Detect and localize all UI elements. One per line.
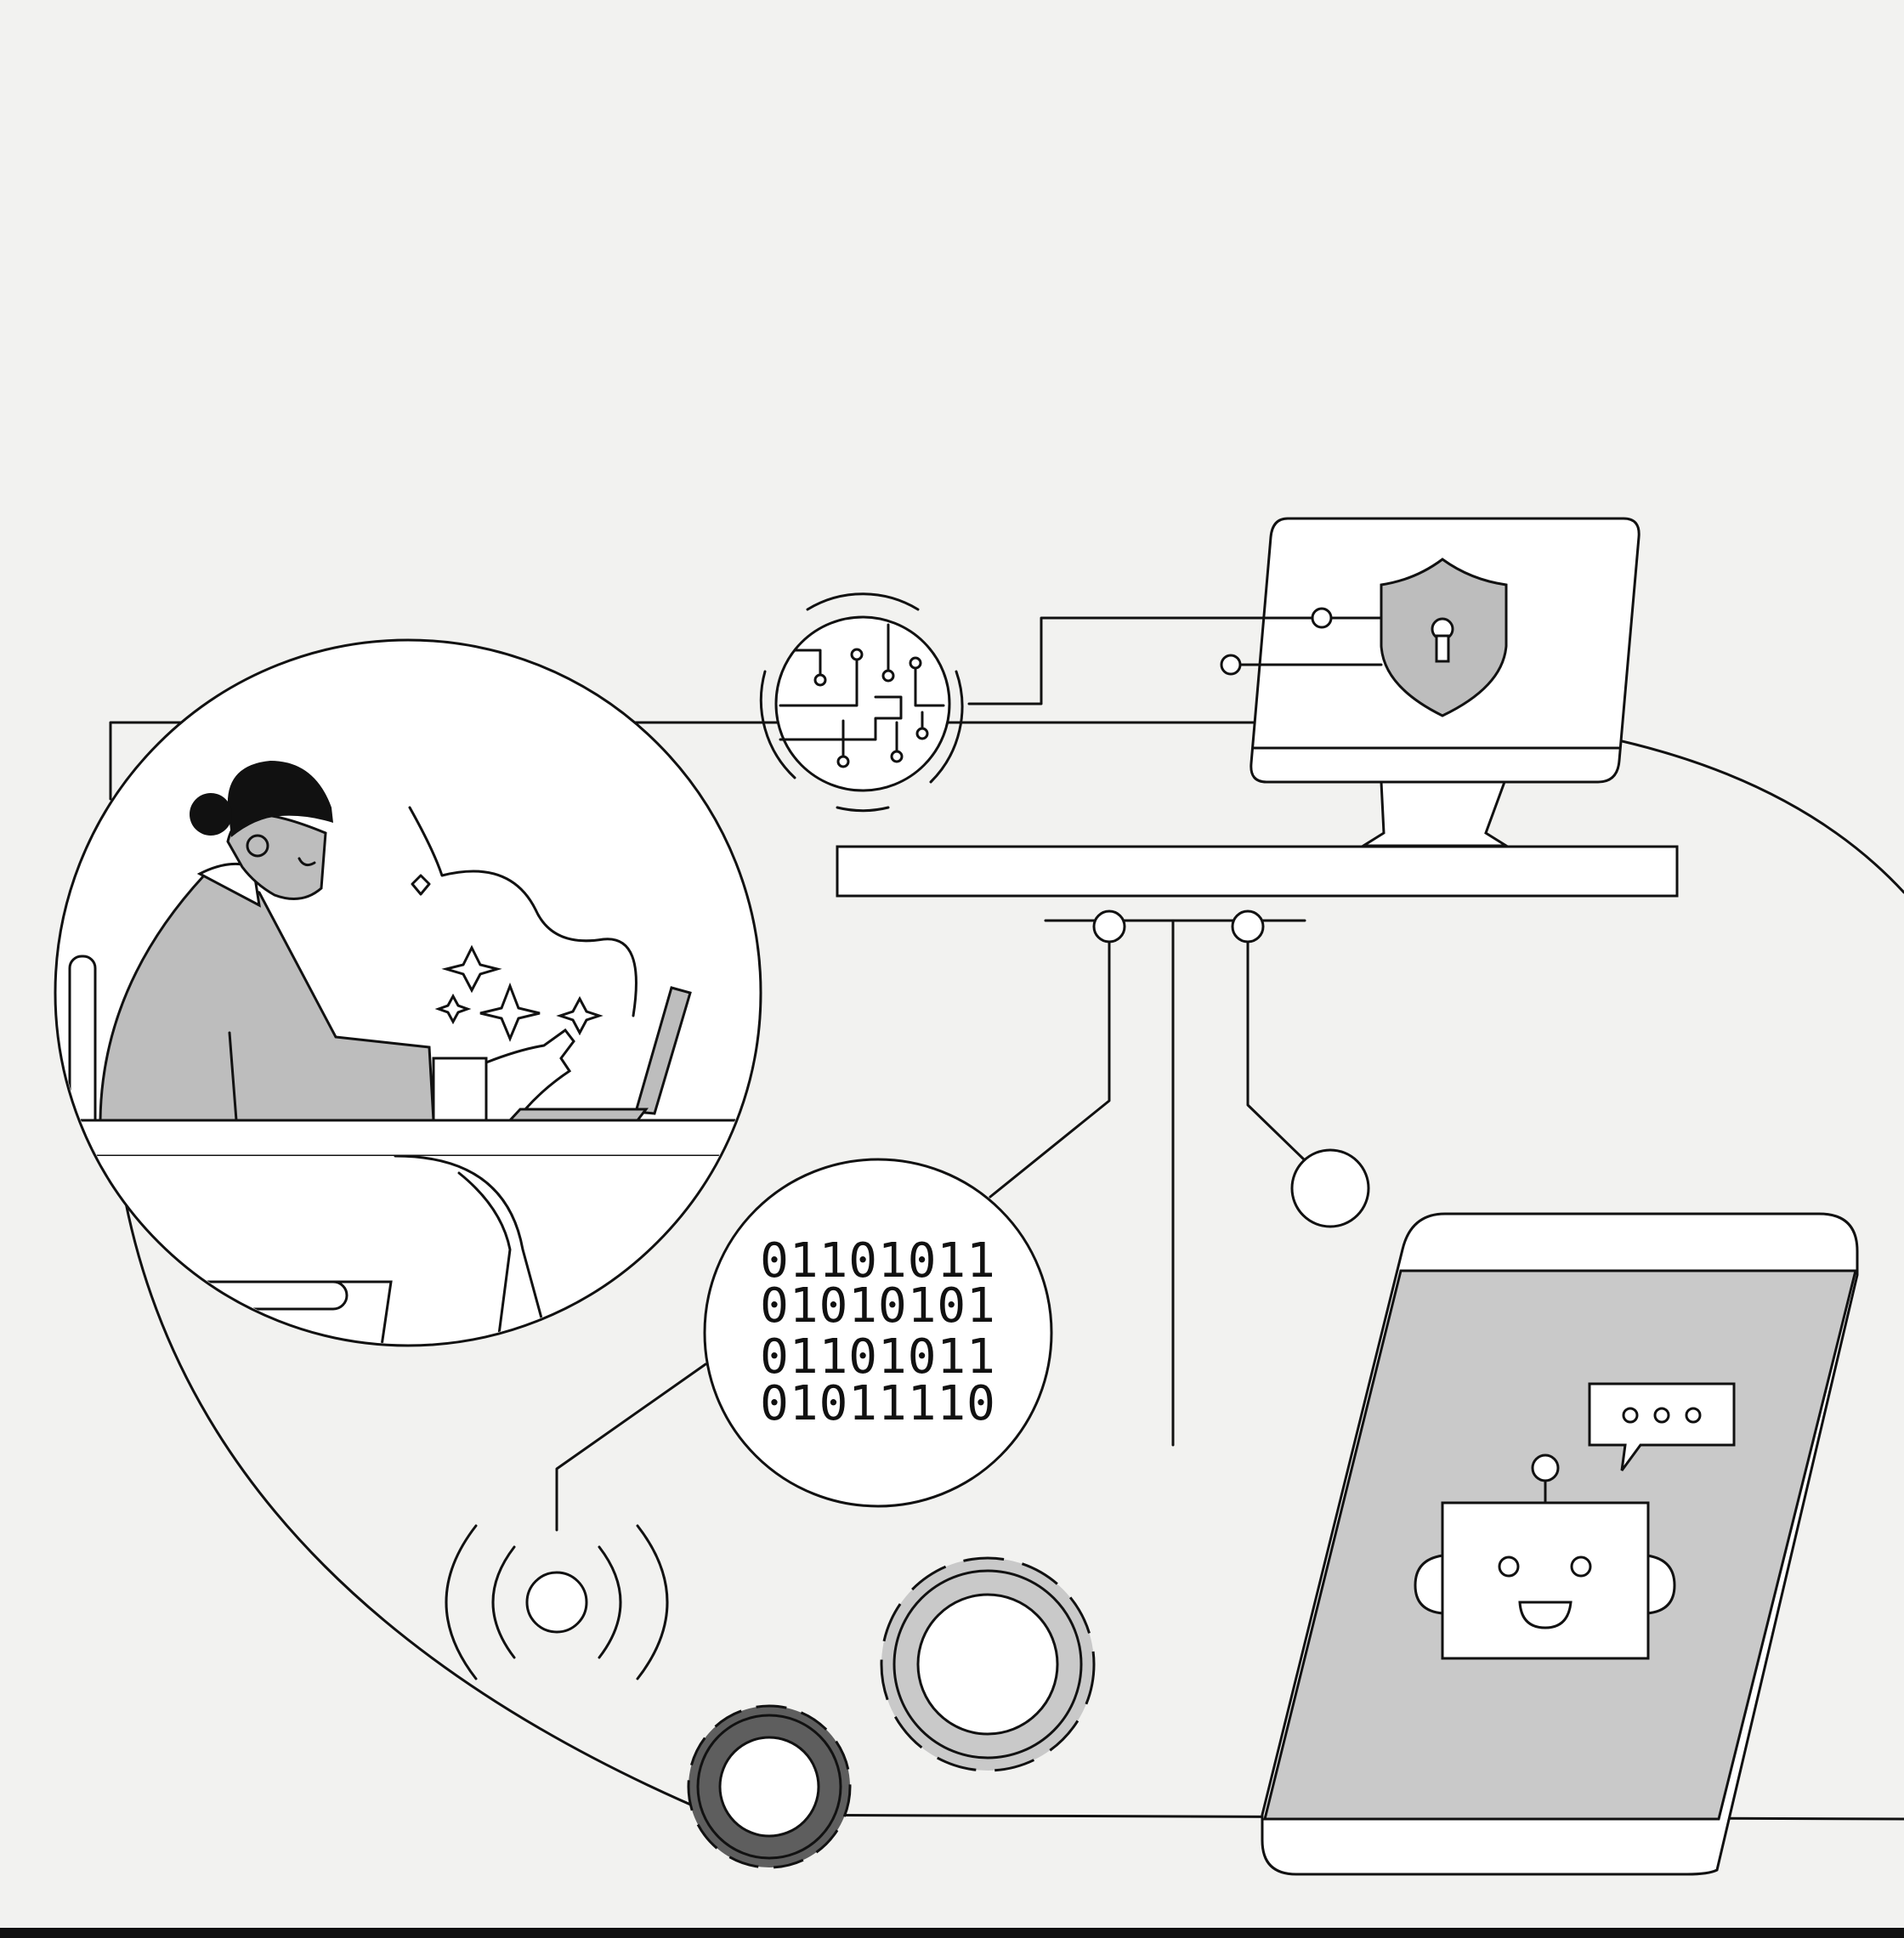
shelf	[836, 845, 1679, 898]
circuit-wire	[967, 616, 1314, 706]
bottom-border	[0, 1928, 1904, 1938]
circuit-chip-icon	[759, 592, 964, 813]
speech-bubble-icon	[1588, 1382, 1736, 1471]
monitor-icon	[1220, 517, 1640, 847]
binary-code-icon: 01101011 01010101 01101011 01011110	[703, 1158, 1053, 1508]
signal-wire	[555, 1363, 707, 1532]
wireless-signal-icon	[445, 1524, 669, 1680]
binary-line-4: 01011110	[760, 1376, 996, 1431]
gear-icon	[880, 1556, 1096, 1772]
network-connectors	[989, 910, 1370, 1447]
binary-line-1: 01101011	[760, 1233, 996, 1289]
binary-line-2: 01010101	[760, 1278, 996, 1334]
gear-icon	[687, 1704, 852, 1869]
robot-chatbot-icon	[1414, 1454, 1676, 1660]
smartphone-icon	[1261, 1212, 1859, 1876]
binary-line-3: 01101011	[760, 1329, 996, 1385]
shield-lock-icon	[1380, 558, 1508, 717]
